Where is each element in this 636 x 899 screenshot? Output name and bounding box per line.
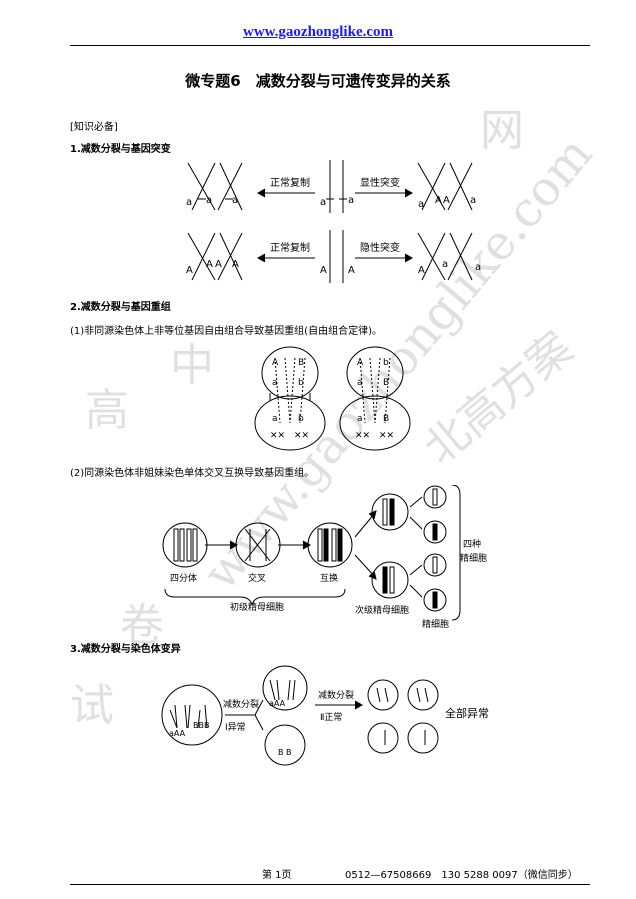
- svg-text:A: A: [320, 265, 327, 276]
- svg-text:A: A: [435, 195, 442, 206]
- label-recessive-mutation: 隐性突变: [360, 241, 400, 254]
- svg-text:a: a: [272, 414, 278, 424]
- chromosome-x-left-bottom: [187, 232, 243, 281]
- svg-text:A: A: [348, 265, 355, 276]
- watermark-char: 卷: [120, 600, 164, 651]
- svg-text:a: a: [442, 259, 448, 270]
- label-meiosis-1: 减数分裂: [223, 698, 259, 710]
- svg-text:a: a: [272, 378, 278, 388]
- section-2-sub1: (1)非同源染色体上非等位基因自由组合导致基因重组(自由组合定律)。: [70, 326, 382, 337]
- label-meiosis-2: 减数分裂: [318, 689, 354, 701]
- svg-text:✕✕: ✕✕: [294, 431, 309, 441]
- site-url-link[interactable]: www.gaozhonglike.com: [243, 24, 393, 40]
- label-normal-2: Ⅱ正常: [320, 711, 342, 723]
- svg-text:aAA: aAA: [169, 729, 186, 738]
- svg-text:B B: B B: [278, 748, 292, 757]
- crossing-over-diagram: 四种 精细胞 四分体 交叉 互换 初级精母细胞 次级精母细胞 精细胞: [162, 485, 487, 630]
- label-cross: 交叉: [248, 572, 266, 584]
- chromosome-x-left-top: [187, 162, 243, 211]
- cell-parent: [161, 684, 223, 746]
- svg-text:b: b: [298, 378, 304, 388]
- label-swap: 互换: [320, 572, 338, 584]
- svg-text:✕✕: ✕✕: [355, 431, 370, 441]
- cell-secondary-bottom: [264, 724, 306, 766]
- svg-text:a: a: [475, 262, 481, 273]
- dividing-cell-right: A b a B a B ✕✕ ✕✕: [339, 346, 411, 451]
- footer-contact: 0512—67508669 130 5288 0097（微信同步）: [345, 870, 578, 881]
- knowledge-tag: [知识必备]: [70, 122, 118, 133]
- svg-text:B: B: [298, 358, 304, 368]
- svg-text:a: a: [186, 197, 192, 208]
- label-dominant-mutation: 显性突变: [360, 176, 400, 189]
- svg-text:A: A: [206, 259, 213, 270]
- svg-text:✕✕: ✕✕: [270, 431, 285, 441]
- cell-tetrad: [162, 522, 208, 568]
- svg-text:a: a: [348, 195, 354, 206]
- label-abnormal-1: Ⅰ异常: [225, 721, 246, 733]
- secondary-cell-2: [371, 561, 409, 599]
- dividing-cell-left: A B a b a b ✕✕ ✕✕: [254, 346, 326, 451]
- label-four-kinds: 四种: [463, 538, 481, 550]
- footer-divider: [70, 884, 590, 885]
- svg-text:a: a: [320, 197, 326, 208]
- watermark-char: 网: [480, 105, 524, 156]
- svg-text:a: a: [357, 414, 363, 424]
- section-1-heading: 1.减数分裂与基因突变: [70, 144, 171, 155]
- label-sperm: 精细胞: [422, 618, 449, 630]
- label-all-abnormal: 全部异常: [445, 706, 489, 720]
- watermark-char: 试: [70, 680, 114, 731]
- svg-text:A: A: [186, 265, 193, 276]
- svg-text:b: b: [383, 358, 389, 368]
- svg-text:B: B: [383, 378, 389, 388]
- svg-text:A: A: [272, 358, 279, 368]
- svg-text:a: a: [232, 195, 238, 206]
- label-tetrad: 四分体: [170, 572, 197, 584]
- page-title: 微专题6 减数分裂与可遗传变异的关系: [185, 72, 451, 90]
- section-2-sub2: (2)同源染色体非姐妹染色单体交叉互换导致基因重组。: [70, 468, 315, 479]
- svg-text:a: a: [357, 378, 363, 388]
- cell-secondary-top: [262, 665, 308, 711]
- svg-text:A: A: [443, 195, 450, 206]
- svg-text:a: a: [418, 199, 424, 210]
- svg-text:✕✕: ✕✕: [379, 431, 394, 441]
- svg-text:BBB: BBB: [193, 721, 209, 730]
- label-primary-spermatocyte: 初级精母细胞: [230, 601, 284, 613]
- label-secondary-spermatocyte: 次级精母细胞: [355, 604, 409, 616]
- watermark-char: 中: [170, 340, 214, 391]
- svg-text:A: A: [418, 265, 425, 276]
- svg-text:b: b: [298, 414, 304, 424]
- header-divider: [70, 45, 590, 46]
- svg-text:A: A: [357, 358, 364, 368]
- svg-text:a: a: [206, 195, 212, 206]
- svg-text:A: A: [215, 259, 222, 270]
- svg-text:aAA: aAA: [269, 699, 286, 708]
- label-normal-copy-2: 正常复制: [270, 241, 310, 254]
- free-combination-diagram: A B a b a b ✕✕ ✕✕ A b a B a B ✕✕ ✕✕: [254, 346, 411, 451]
- chromosome-x-right-bottom: [417, 232, 473, 281]
- section-3-heading: 3.减数分裂与染色体变异: [70, 644, 181, 655]
- section-2-heading: 2.减数分裂与基因重组: [70, 302, 171, 313]
- svg-text:a: a: [470, 195, 476, 206]
- mutation-diagram: a a a 正常复制 显性突变 a a a A A a A A A A 正常复制…: [186, 160, 481, 283]
- label-sperm-cells-group: 精细胞: [460, 552, 487, 564]
- svg-text:A: A: [232, 259, 239, 270]
- chromosome-variation-diagram: aAA BBB 减数分裂 Ⅰ异常 aAA B B 减数分裂 Ⅱ正常 全部异常: [161, 665, 489, 766]
- label-normal-copy: 正常复制: [270, 176, 310, 189]
- watermark-char: 高: [85, 385, 129, 436]
- cell-swap: [307, 522, 353, 568]
- chromosome-x-right-top: [417, 162, 473, 211]
- svg-text:B: B: [383, 414, 389, 424]
- footer-page-number: 第 1页: [262, 870, 292, 881]
- secondary-cell-1: [371, 493, 409, 531]
